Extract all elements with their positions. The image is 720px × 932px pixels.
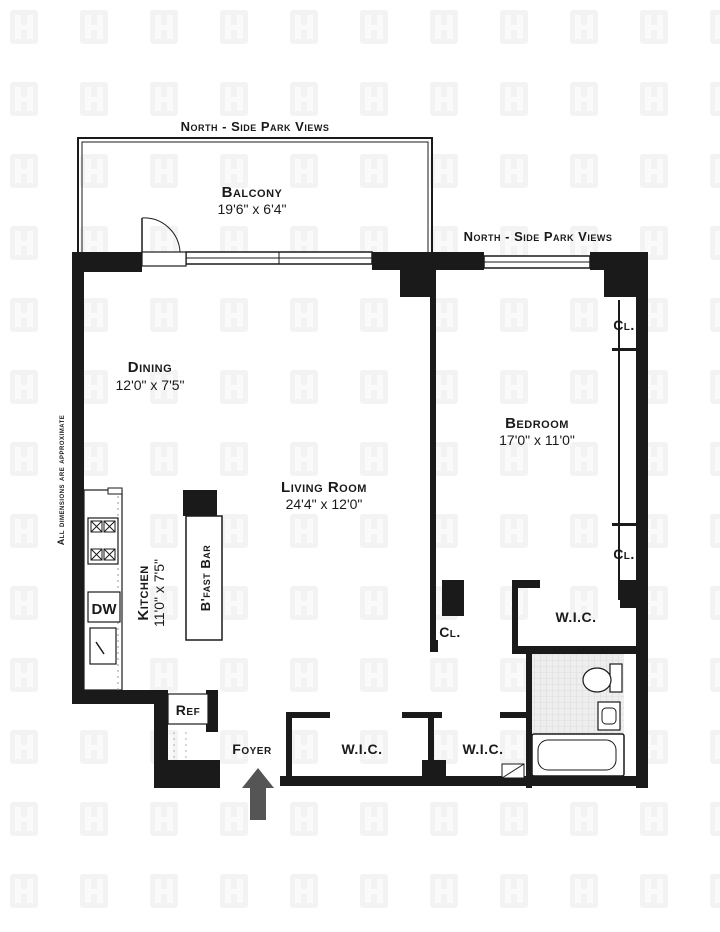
breakfast-bar [185, 515, 223, 641]
wic-mid-label: W.I.C. [462, 741, 503, 757]
dishwasher: DW [87, 591, 121, 623]
balcony-door [141, 217, 187, 267]
bedroom-dims: 17'0" x 11'0" [499, 432, 575, 448]
bedroom-name: Bedroom [505, 415, 569, 432]
closet-low-label: Cl. [439, 624, 461, 640]
bathroom [501, 654, 625, 779]
living-room-dims: 24'4" x 12'0" [286, 496, 363, 512]
dining-dims: 12'0" x 7'5" [116, 377, 185, 393]
closet-top-label: Cl. [613, 317, 635, 333]
wic-left-label: W.I.C. [341, 741, 382, 757]
kitchen-dims: 11'0" x 7'5" [151, 559, 167, 627]
header-right: North - Side Park Views [464, 229, 613, 244]
closet-mid-label: Cl. [613, 546, 635, 562]
refrigerator-label: Ref [176, 702, 200, 718]
dimensions-note: All dimensions are approximate [56, 415, 66, 546]
window-bedroom [483, 255, 591, 269]
dining-name: Dining [128, 359, 172, 376]
bfast-bar-label: B'fast Bar [198, 545, 213, 611]
balcony-dims: 19'6" x 6'4" [218, 201, 287, 217]
wic-bedroom-label: W.I.C. [555, 609, 596, 625]
refrigerator: Ref [167, 693, 209, 758]
balcony-rail [77, 137, 433, 252]
dishwasher-label: DW [92, 601, 118, 618]
living-room-name: Living Room [281, 479, 367, 496]
interior-walls [183, 252, 648, 788]
entry-arrow-icon [242, 768, 274, 820]
kitchen-sink [89, 627, 117, 665]
window-living [185, 251, 373, 265]
header-left: North - Side Park Views [181, 119, 330, 134]
balcony-name: Balcony [222, 184, 283, 201]
kitchen-name: Kitchen [135, 565, 152, 620]
exterior-walls [72, 252, 648, 788]
foyer-label: Foyer [232, 741, 272, 757]
stove [87, 517, 119, 565]
